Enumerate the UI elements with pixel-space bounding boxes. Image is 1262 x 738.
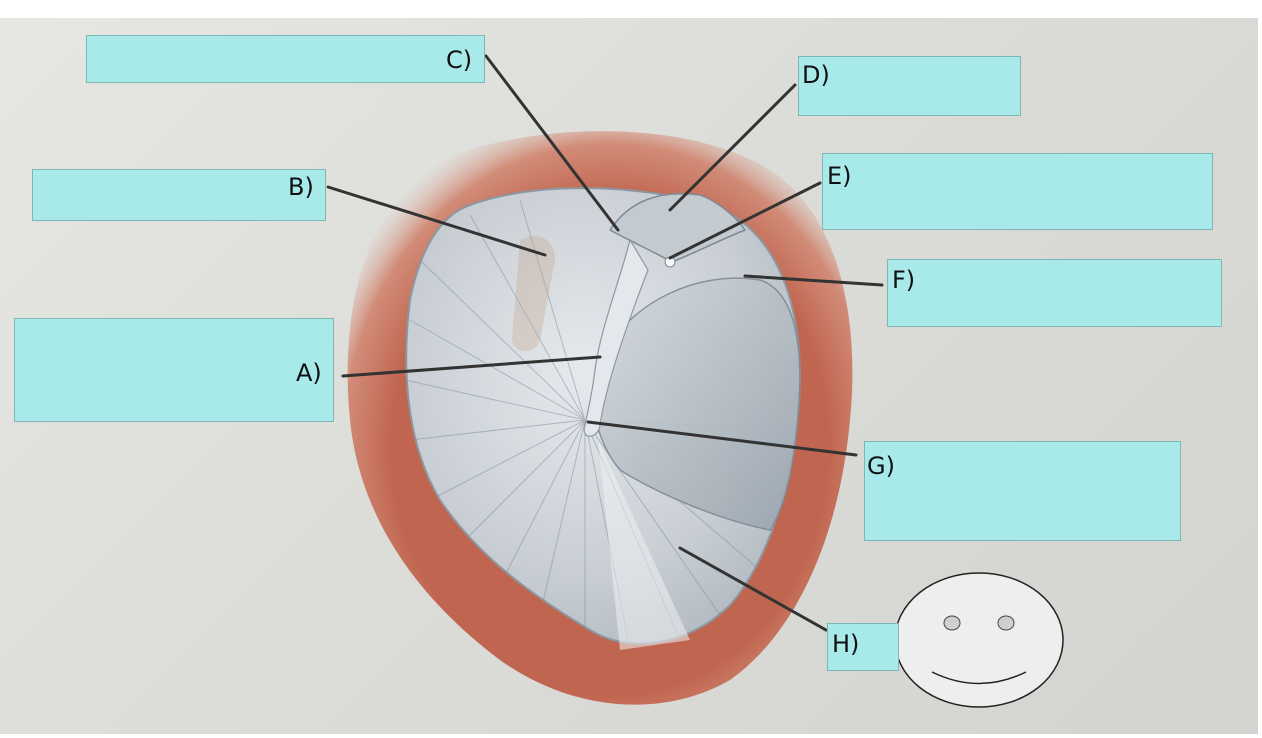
label-h: H) bbox=[832, 630, 860, 658]
leader-line-e bbox=[668, 181, 822, 260]
label-d: D) bbox=[802, 61, 830, 89]
leader-line-a bbox=[341, 355, 602, 378]
leader-line-f bbox=[743, 274, 884, 287]
answer-box-d[interactable] bbox=[798, 56, 1021, 116]
incus-shadow bbox=[512, 236, 555, 352]
leader-line-d bbox=[668, 83, 797, 212]
label-b: B) bbox=[288, 173, 314, 201]
answer-box-g[interactable] bbox=[864, 441, 1181, 541]
label-e: E) bbox=[827, 162, 852, 190]
answer-box-h[interactable] bbox=[827, 623, 899, 671]
answer-box-a[interactable] bbox=[14, 318, 334, 422]
label-c: C) bbox=[446, 46, 473, 74]
leader-line-h bbox=[678, 546, 828, 632]
leader-lines bbox=[326, 54, 884, 632]
label-f: F) bbox=[892, 266, 916, 294]
malleus-handle bbox=[583, 238, 649, 437]
smiley-face-icon bbox=[894, 572, 1064, 708]
answer-box-f[interactable] bbox=[887, 259, 1222, 327]
leader-line-c bbox=[484, 54, 620, 232]
answer-box-e[interactable] bbox=[822, 153, 1213, 230]
label-g: G) bbox=[867, 452, 895, 480]
label-a: A) bbox=[296, 359, 322, 387]
answer-box-c[interactable] bbox=[86, 35, 485, 83]
mallear-folds bbox=[608, 193, 747, 263]
posterior-lobe bbox=[593, 277, 801, 531]
answer-box-b[interactable] bbox=[32, 169, 326, 221]
leader-line-b bbox=[326, 185, 547, 257]
cone-of-light bbox=[598, 440, 690, 650]
leader-line-g bbox=[586, 420, 858, 457]
